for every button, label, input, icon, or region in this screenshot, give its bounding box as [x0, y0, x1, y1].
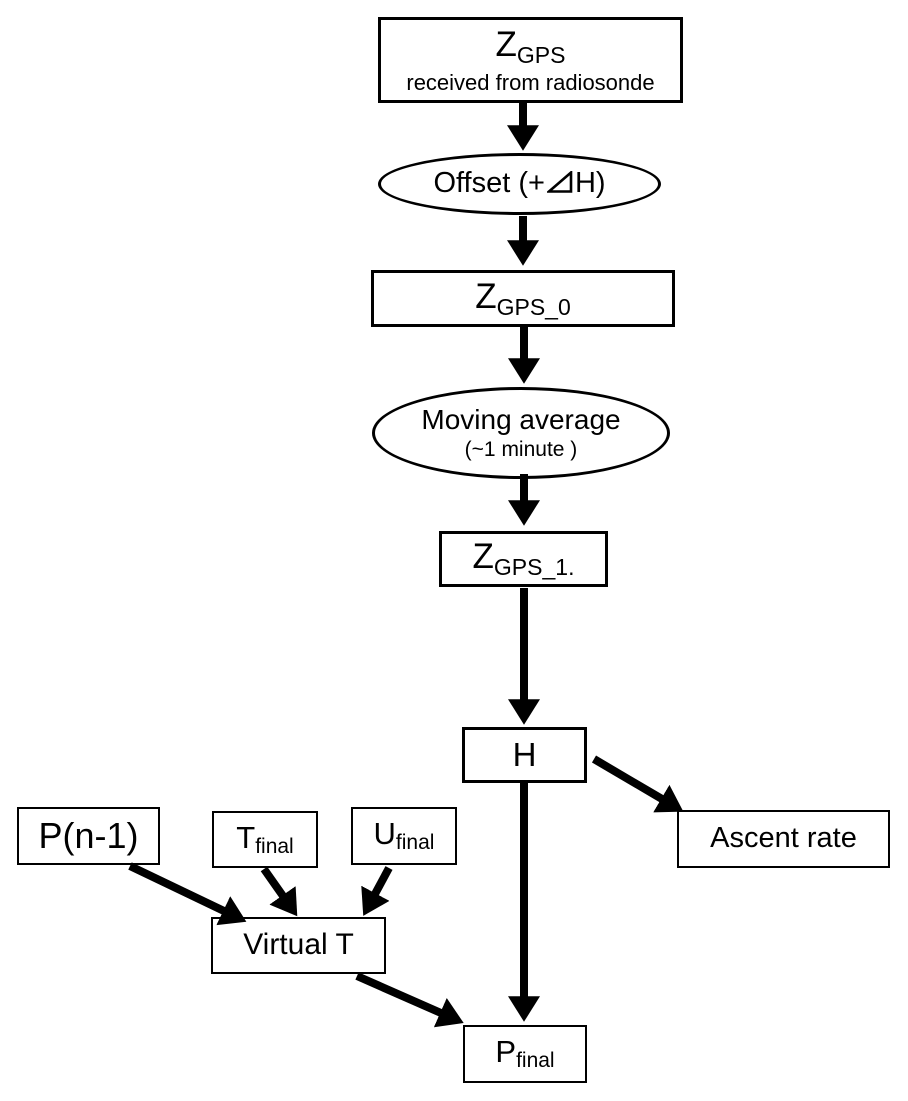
node-u-final-symbol: Ufinal: [373, 816, 435, 855]
node-u-final: Ufinal: [351, 807, 457, 865]
node-zgps: ZGPS received from radiosonde: [378, 17, 683, 103]
arrow-tfinal-to-virtualt: [260, 866, 298, 917]
node-h-label: H: [512, 736, 537, 774]
node-zgps1-symbol: ZGPS_1.: [472, 537, 575, 581]
arrow-pn1-to-virtualt: [128, 862, 247, 926]
node-zgps-symbol: ZGPS: [495, 24, 566, 68]
node-h: H: [462, 727, 587, 783]
node-p-final-symbol: Pfinal: [495, 1034, 555, 1073]
node-moving-average-line2: (~1 minute ): [464, 437, 578, 461]
node-ascent-rate-label: Ascent rate: [710, 822, 857, 855]
arrow-h-to-ascent-rate: [591, 755, 684, 813]
node-p-final: Pfinal: [463, 1025, 587, 1083]
node-zgps0: ZGPS_0: [371, 270, 675, 327]
node-zgps0-symbol: ZGPS_0: [475, 276, 571, 320]
node-virtual-t: Virtual T: [211, 917, 386, 974]
node-zgps1: ZGPS_1.: [439, 531, 608, 587]
node-offset-label: Offset (+H): [433, 167, 605, 201]
node-t-final-symbol: Tfinal: [236, 819, 294, 858]
delta-right-triangle-icon: [545, 168, 573, 201]
node-zgps-caption: received from radiosonde: [406, 70, 655, 96]
node-t-final: Tfinal: [212, 811, 318, 868]
node-p-n-1-label: P(n-1): [38, 815, 139, 857]
node-ascent-rate: Ascent rate: [677, 810, 890, 868]
node-moving-average-line1: Moving average: [421, 404, 621, 436]
node-offset: Offset (+H): [378, 153, 661, 215]
arrow-virtualt-to-pfinal: [355, 972, 464, 1028]
node-virtual-t-label: Virtual T: [243, 928, 354, 962]
node-p-n-1: P(n-1): [17, 807, 160, 865]
arrow-ufinal-to-virtualt: [361, 866, 393, 916]
node-moving-average: Moving average (~1 minute ): [372, 387, 670, 479]
